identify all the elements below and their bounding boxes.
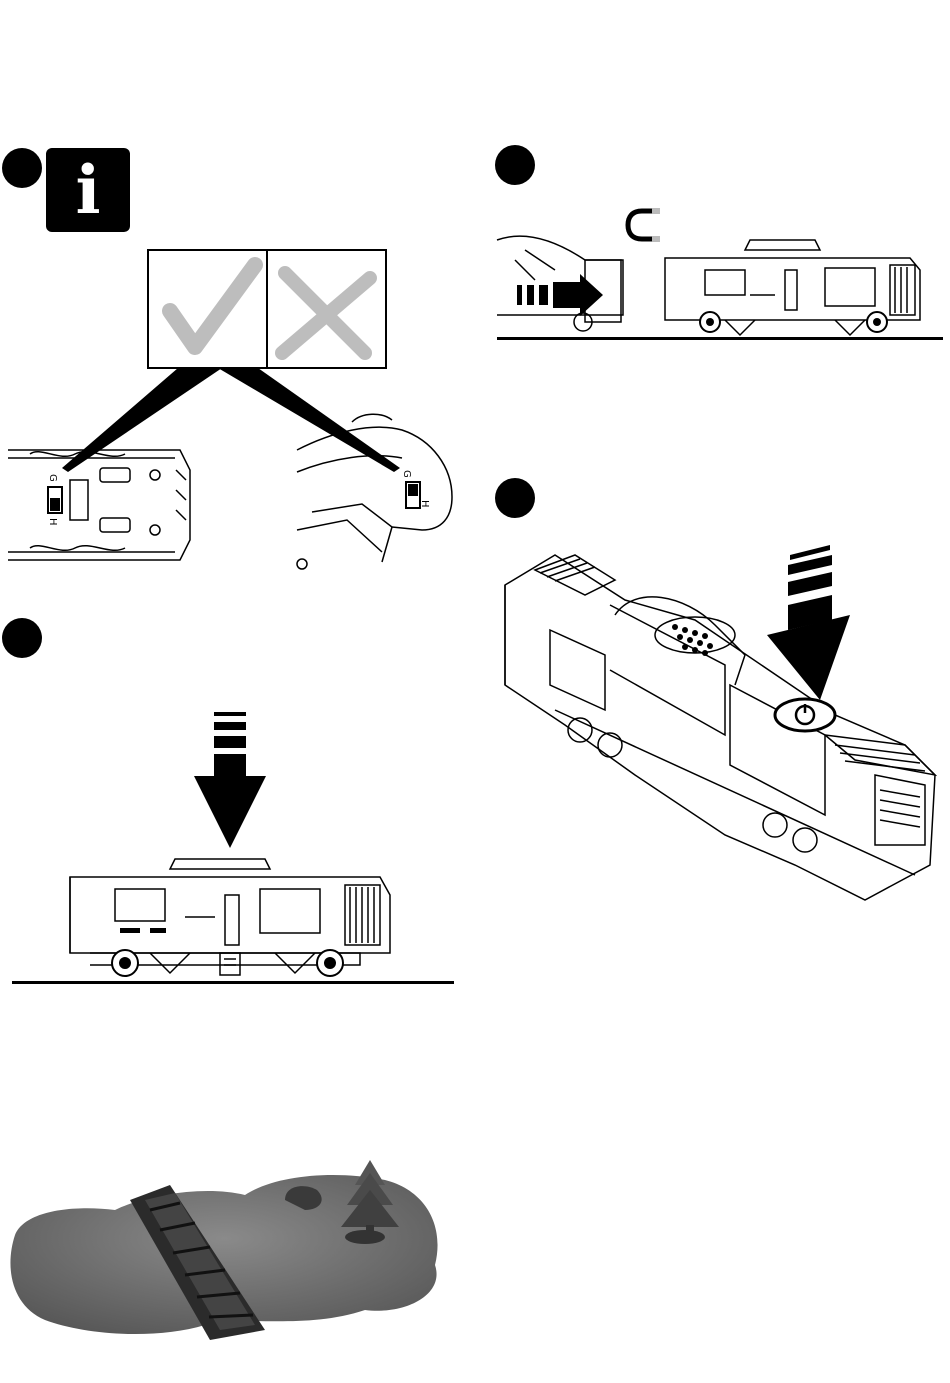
step-2-dot: [2, 618, 42, 658]
track-scenery-photo: [5, 1155, 445, 1345]
track-ground-line: [12, 981, 454, 984]
coupling-diagram: [495, 230, 945, 342]
switch-label-g-right: G: [401, 470, 412, 478]
step-4-dot: [495, 478, 535, 518]
down-arrow-step-2: [190, 712, 270, 852]
info-icon: i: [46, 148, 130, 232]
switch-label-h-left: H: [47, 518, 58, 526]
loco-underside-switch: G H: [0, 440, 200, 580]
switch-label-g-left: G: [47, 474, 58, 482]
track-ground-line-right: [497, 337, 943, 340]
check-cross-panel: [140, 243, 395, 378]
loco-top-switch: G H: [292, 412, 457, 572]
power-button-ring: [775, 699, 835, 731]
step-3-dot: [495, 145, 535, 185]
step-1-dot: [2, 148, 42, 188]
locomotive-side-view: [60, 855, 400, 980]
locomotive-perspective-view: [495, 545, 945, 915]
switch-label-h-right: H: [419, 500, 430, 508]
